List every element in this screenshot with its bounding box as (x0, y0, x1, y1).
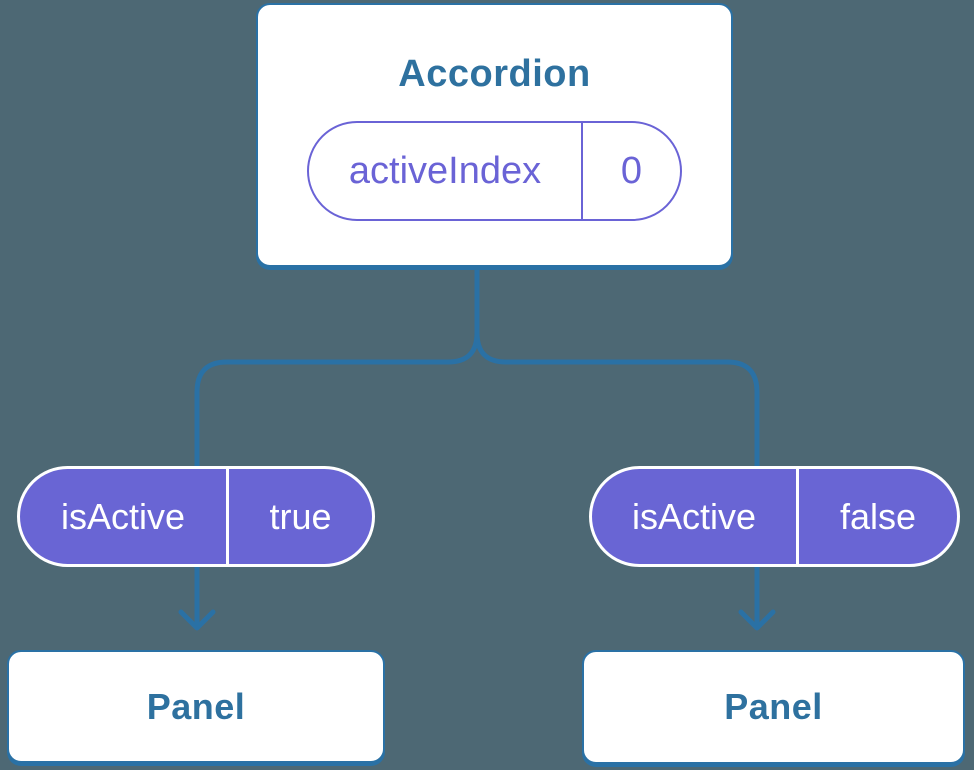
accordion-node-title: Accordion (398, 53, 591, 95)
prop-pill-right: isActive false (589, 466, 960, 567)
arrowhead-left-icon (178, 609, 216, 631)
state-pill: activeIndex 0 (307, 121, 682, 221)
prop-pill-right-value: false (839, 495, 917, 537)
panel-node-right-title: Panel (724, 686, 823, 727)
branch-line-left (194, 265, 480, 627)
prop-pill-left-value: true (269, 495, 332, 537)
prop-pill-right-label: isActive (592, 469, 799, 564)
arrowhead-right-icon (738, 609, 776, 631)
panel-node-right: Panel (582, 650, 965, 764)
branch-line-right (474, 265, 760, 627)
state-pill-value: 0 (620, 149, 643, 192)
prop-pill-left-label: isActive (20, 469, 229, 564)
prop-pill-left: isActive true (17, 466, 375, 567)
panel-node-left: Panel (7, 650, 385, 763)
panel-node-left-title: Panel (146, 685, 246, 727)
state-pill-label: activeIndex (309, 123, 583, 219)
accordion-node: Accordion activeIndex 0 (256, 3, 733, 267)
